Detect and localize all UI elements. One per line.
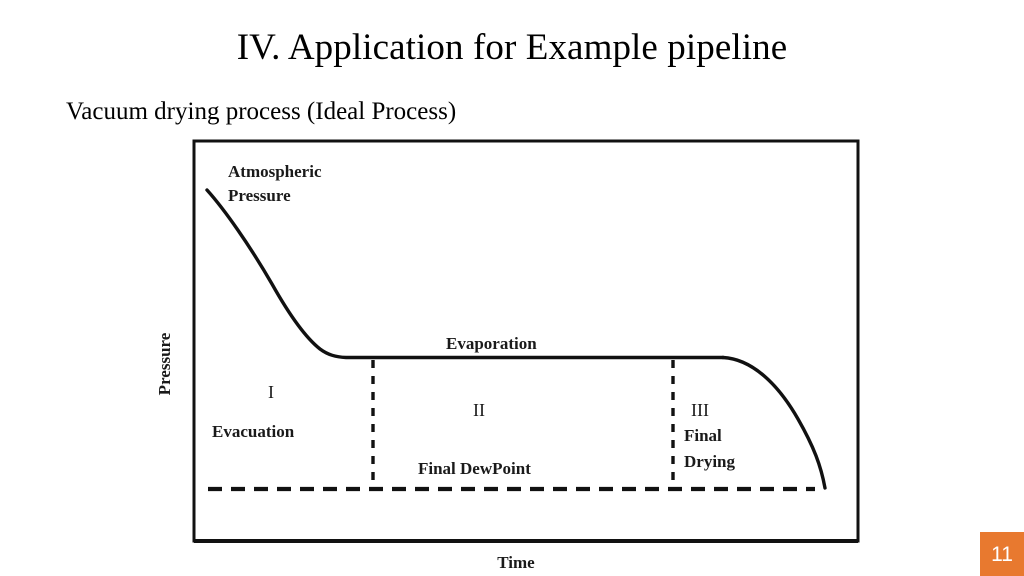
annotation-atmospheric-pressure-line2: Pressure xyxy=(228,186,291,205)
stage-3-label-line2: Drying xyxy=(684,452,736,471)
page-number-text: 11 xyxy=(991,542,1013,566)
annotation-final-dewpoint: Final DewPoint xyxy=(418,459,531,478)
pressure-curve-evacuation-evaporation xyxy=(205,188,725,360)
page-number-badge: 11 xyxy=(980,532,1024,576)
y-axis-label: Pressure xyxy=(155,332,174,395)
stage-3-numeral: III xyxy=(691,400,709,420)
stage-2-numeral: II xyxy=(473,400,485,420)
chart-frame xyxy=(192,139,860,543)
annotation-evaporation: Evaporation xyxy=(446,334,537,353)
slide-subtitle: Vacuum drying process (Ideal Process) xyxy=(66,98,457,125)
x-axis-label: Time xyxy=(497,553,535,572)
stage-1-numeral: I xyxy=(268,382,274,402)
page-title: IV. Application for Example pipeline xyxy=(236,27,788,68)
annotation-atmospheric-pressure-line1: Atmospheric xyxy=(228,162,322,181)
stage-1-label: Evacuation xyxy=(212,422,295,441)
vacuum-drying-chart: Pressure Atmospheric Pressure Evaporatio… xyxy=(150,136,880,576)
stage-3-label-line1: Final xyxy=(684,426,722,445)
pressure-curve-final-drying xyxy=(721,355,827,490)
chart-svg: Pressure Atmospheric Pressure Evaporatio… xyxy=(155,139,860,572)
